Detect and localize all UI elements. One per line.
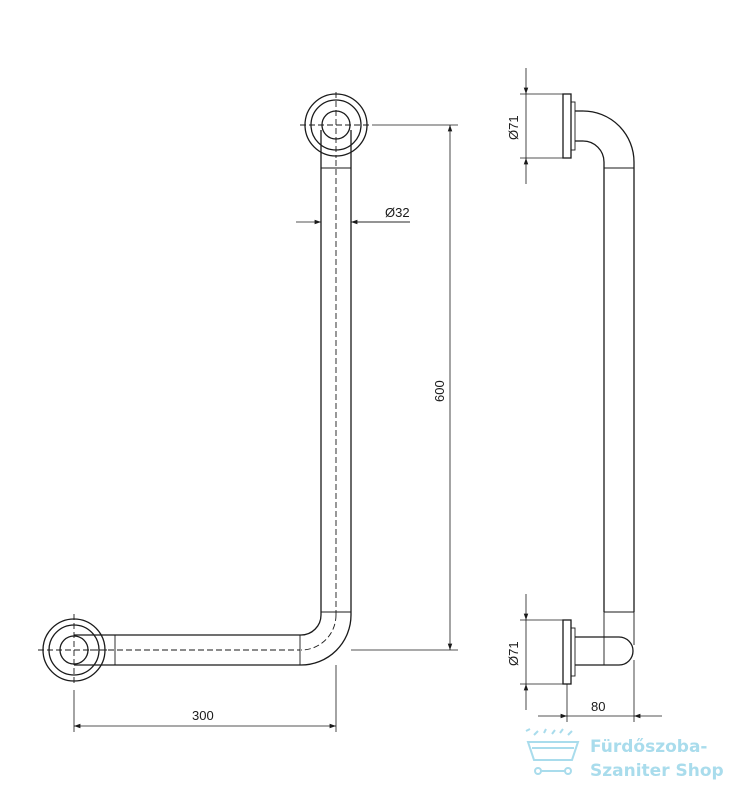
width-dimension: 300 <box>73 665 337 732</box>
width-label: 300 <box>192 708 214 723</box>
horizontal-pipe <box>74 634 301 666</box>
bottom-flange-diameter-label: Ø71 <box>506 641 521 666</box>
height-label: 600 <box>432 380 447 402</box>
depth-dimension: 80 <box>538 660 662 722</box>
left-flange <box>38 614 110 686</box>
side-bottom-flange: Ø71 <box>506 594 576 710</box>
side-view: Ø71 Ø71 <box>506 68 662 722</box>
watermark-line2: Szaniter Shop <box>590 761 724 781</box>
vertical-pipe <box>320 130 352 615</box>
top-flange <box>300 92 372 158</box>
watermark: Fürdőszoba- Szaniter Shop <box>525 728 724 781</box>
pipe-diameter-label: Ø32 <box>385 205 410 220</box>
depth-label: 80 <box>591 699 605 714</box>
side-bottom-stub <box>575 612 635 666</box>
pipe-elbow <box>300 614 352 666</box>
side-tube <box>575 110 635 613</box>
pipe-diameter-dimension: Ø32 <box>296 205 410 225</box>
bathtub-icon <box>525 728 580 775</box>
height-dimension: 600 <box>351 124 458 651</box>
watermark-line1: Fürdőszoba- <box>590 737 708 757</box>
top-flange-diameter-label: Ø71 <box>506 115 521 140</box>
front-view: Ø32 600 300 <box>38 92 458 732</box>
side-top-flange: Ø71 <box>506 68 576 184</box>
